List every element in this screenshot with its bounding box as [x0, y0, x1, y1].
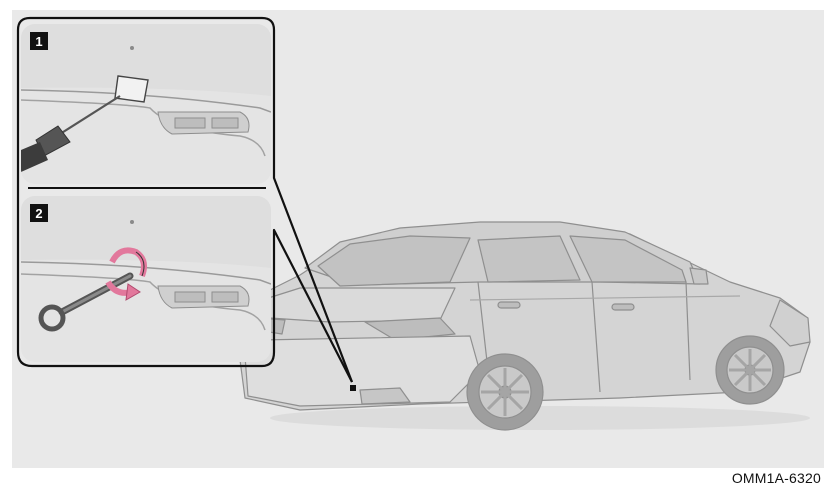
step-1-illustration [21, 24, 271, 184]
tow-hook-location-marker [350, 385, 356, 391]
step-2-illustration [21, 196, 271, 362]
step-1-badge: 1 [35, 34, 42, 49]
figure-code: OMM1A-6320 [732, 470, 821, 486]
step-2-badge: 2 [35, 206, 42, 221]
car-illustration [240, 222, 810, 430]
